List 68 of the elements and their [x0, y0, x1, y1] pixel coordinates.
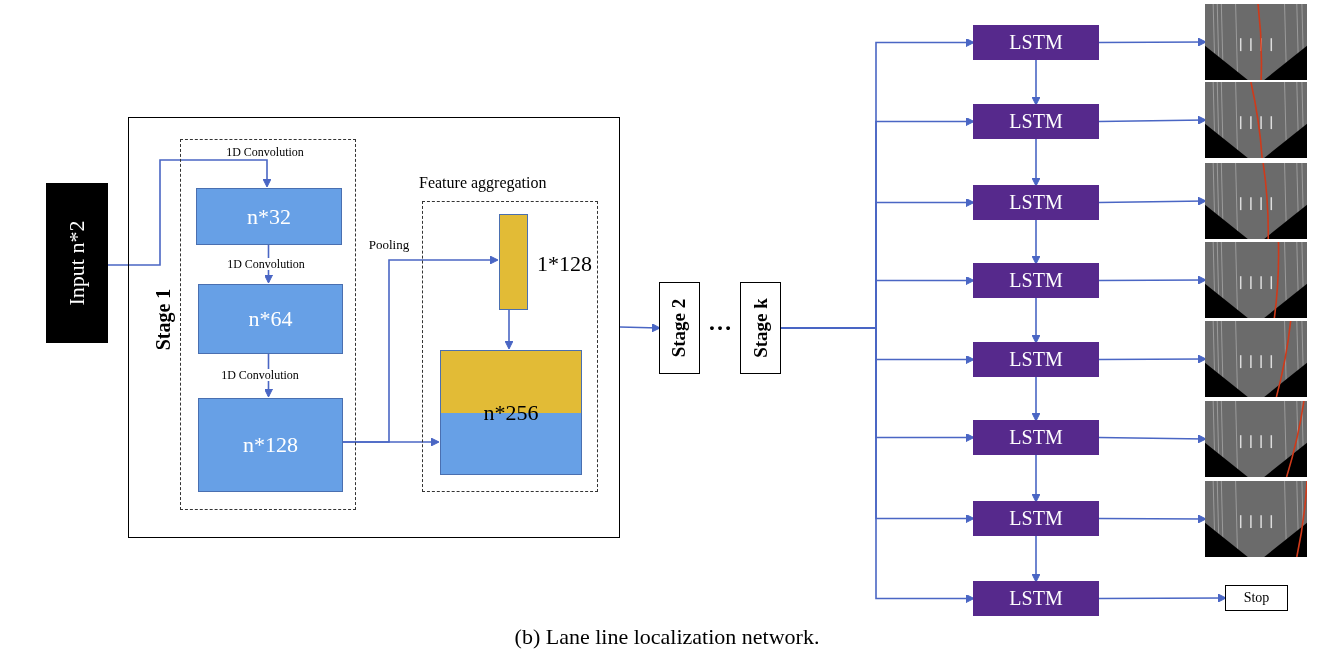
edge-label: 1D Convolution [226, 258, 306, 270]
road-image-drawing [1205, 401, 1307, 477]
road-image-drawing [1205, 163, 1307, 239]
node-label: n*128 [243, 432, 298, 458]
node-label: Input n*2 [64, 220, 90, 306]
edge-label: 1D Convolution [225, 146, 305, 158]
ellipsis-label: … [707, 310, 733, 334]
road-image-drawing [1205, 321, 1307, 397]
node-label: LSTM [1009, 507, 1063, 530]
arrow [1031, 219, 1041, 265]
edge-label: 1D Convolution [220, 369, 300, 381]
stop-box [1225, 585, 1288, 611]
road-image-drawing [1205, 4, 1307, 80]
road-image-drawing [1205, 481, 1307, 557]
arrow [107, 159, 272, 266]
stage-label: Stage 1 [152, 288, 176, 351]
dimension-label: 1*128 [537, 251, 592, 277]
lstm-box [973, 185, 1099, 220]
node-label: Stage 2 [668, 298, 691, 358]
node-label: LSTM [1009, 587, 1063, 610]
feature-block [198, 398, 343, 492]
node-label: LSTM [1009, 31, 1063, 54]
arrow [504, 307, 514, 350]
arrow [1098, 115, 1207, 125]
arrow [1031, 297, 1041, 344]
lstm-box [973, 342, 1099, 377]
arrow [1031, 138, 1041, 187]
node-label: LSTM [1009, 110, 1063, 133]
arrow [1031, 59, 1041, 106]
concatenated-feature-block [440, 350, 582, 475]
group-heading: Feature aggregation [419, 174, 547, 192]
node-label: LSTM [1009, 191, 1063, 214]
arrow [1098, 593, 1227, 603]
lstm-box [973, 25, 1099, 60]
arrow [1098, 434, 1207, 444]
node-label: n*32 [247, 203, 291, 230]
arrow [1031, 454, 1041, 503]
arrow [1098, 37, 1207, 47]
stage-box [740, 282, 781, 374]
node-label: LSTM [1009, 269, 1063, 292]
road-image-drawing [1205, 242, 1307, 318]
node-label: Stage k [749, 298, 772, 358]
node-label: LSTM [1009, 426, 1063, 449]
arrow [1031, 376, 1041, 422]
road-image-drawing [1205, 82, 1307, 158]
stage-box [659, 282, 700, 374]
arrow [1098, 514, 1207, 524]
feature-block [196, 188, 342, 245]
lstm-box [973, 581, 1099, 616]
caption: (b) Lane line localization network. [513, 624, 821, 650]
lstm-box [973, 263, 1099, 298]
node-label: n*64 [248, 306, 293, 332]
node-label: LSTM [1009, 348, 1063, 371]
dashed-group-box [180, 139, 356, 510]
input-box [46, 183, 108, 343]
lstm-box [973, 104, 1099, 139]
node-label: Stop [1243, 590, 1270, 606]
arrow [1031, 535, 1041, 583]
arrow [1098, 354, 1207, 364]
arrow [619, 323, 661, 333]
lstm-box [973, 420, 1099, 455]
arrow [1098, 275, 1207, 285]
edge-label: Pooling [367, 237, 411, 251]
lstm-box [973, 501, 1099, 536]
stage-panel [128, 117, 620, 538]
arrow [1098, 196, 1207, 206]
feature-block [198, 284, 343, 354]
arrow [340, 437, 440, 447]
